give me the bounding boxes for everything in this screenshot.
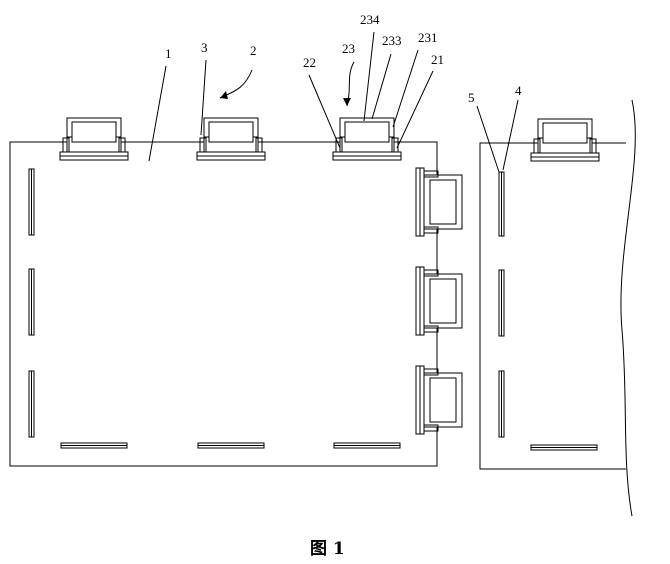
label-4: 4 (515, 83, 522, 98)
label-23: 23 (342, 41, 355, 56)
side-clip-3 (415, 365, 463, 435)
label-3: 3 (201, 40, 208, 55)
leader-lines (148, 31, 519, 173)
part-labels: 1 3 2 22 23 234 233 231 21 5 4 (165, 12, 522, 105)
label-21: 21 (431, 52, 444, 67)
arrow-icon (343, 98, 351, 106)
main-box-left-slots (28, 168, 35, 438)
side-clip-2 (415, 266, 463, 336)
label-231: 231 (418, 30, 438, 45)
second-box-slots (498, 171, 598, 451)
label-234: 234 (360, 12, 380, 27)
top-clip-3 (332, 117, 402, 161)
top-clip-2 (196, 117, 266, 161)
label-5: 5 (468, 90, 475, 105)
arrow-icons (220, 91, 351, 106)
top-clip-4 (530, 118, 600, 162)
arrow-icon (220, 91, 228, 99)
label-22: 22 (303, 55, 316, 70)
label-233: 233 (382, 33, 402, 48)
label-1: 1 (165, 46, 172, 61)
side-clip-1 (415, 167, 463, 237)
top-clip-1 (59, 117, 129, 161)
second-box (479, 99, 636, 517)
main-box-bottom-slots (60, 442, 401, 449)
label-2: 2 (250, 43, 257, 58)
main-box (9, 141, 438, 467)
figure-caption: 图 1 (310, 539, 345, 559)
